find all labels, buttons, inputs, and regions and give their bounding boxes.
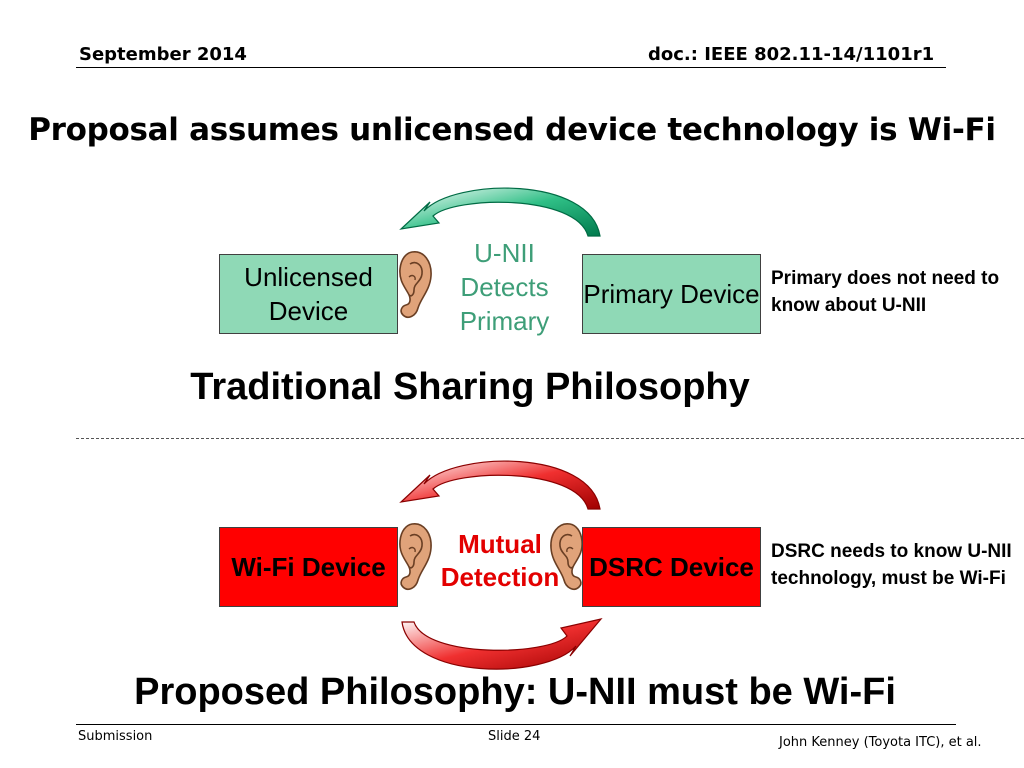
header-date: September 2014 [79,44,247,65]
slide-title: Proposal assumes unlicensed device techn… [28,112,996,148]
primary-device-box: Primary Device [582,254,761,334]
wifi-device-box: Wi-Fi Device [219,527,398,607]
primary-device-label: Primary Device [583,279,760,309]
curved-arrow-icon [401,618,603,670]
ear-icon [399,250,432,319]
footer-rule [76,724,956,725]
dsrc-device-label: DSRC Device [589,552,754,582]
curved-arrow-icon [399,460,601,510]
dsrc-device-box: DSRC Device [582,527,761,607]
traditional-philosophy-caption: Traditional Sharing Philosophy [190,366,750,408]
unii-detects-primary-label: U-NII Detects Primary [459,238,550,336]
dsrc-note: DSRC needs to know U-NII technology, mus… [771,541,1012,589]
curved-arrow-icon [399,187,601,237]
footer-submission: Submission [78,729,153,744]
header-rule [76,67,946,68]
primary-note: Primary does not need to know about U-NI… [771,268,1000,316]
unlicensed-device-label: Unlicensed Device [244,262,373,326]
proposed-philosophy-caption: Proposed Philosophy: U-NII must be Wi-Fi [134,671,896,713]
mutual-detection-label: Mutual Detection [440,529,560,592]
footer-slide-number: Slide 24 [488,729,541,744]
footer-author: John Kenney (Toyota ITC), et al. [779,735,982,750]
wifi-device-label: Wi-Fi Device [231,552,386,582]
header-doc-id: doc.: IEEE 802.11-14/1101r1 [648,44,935,65]
section-divider [76,438,1024,439]
unlicensed-device-box: Unlicensed Device [219,254,398,334]
